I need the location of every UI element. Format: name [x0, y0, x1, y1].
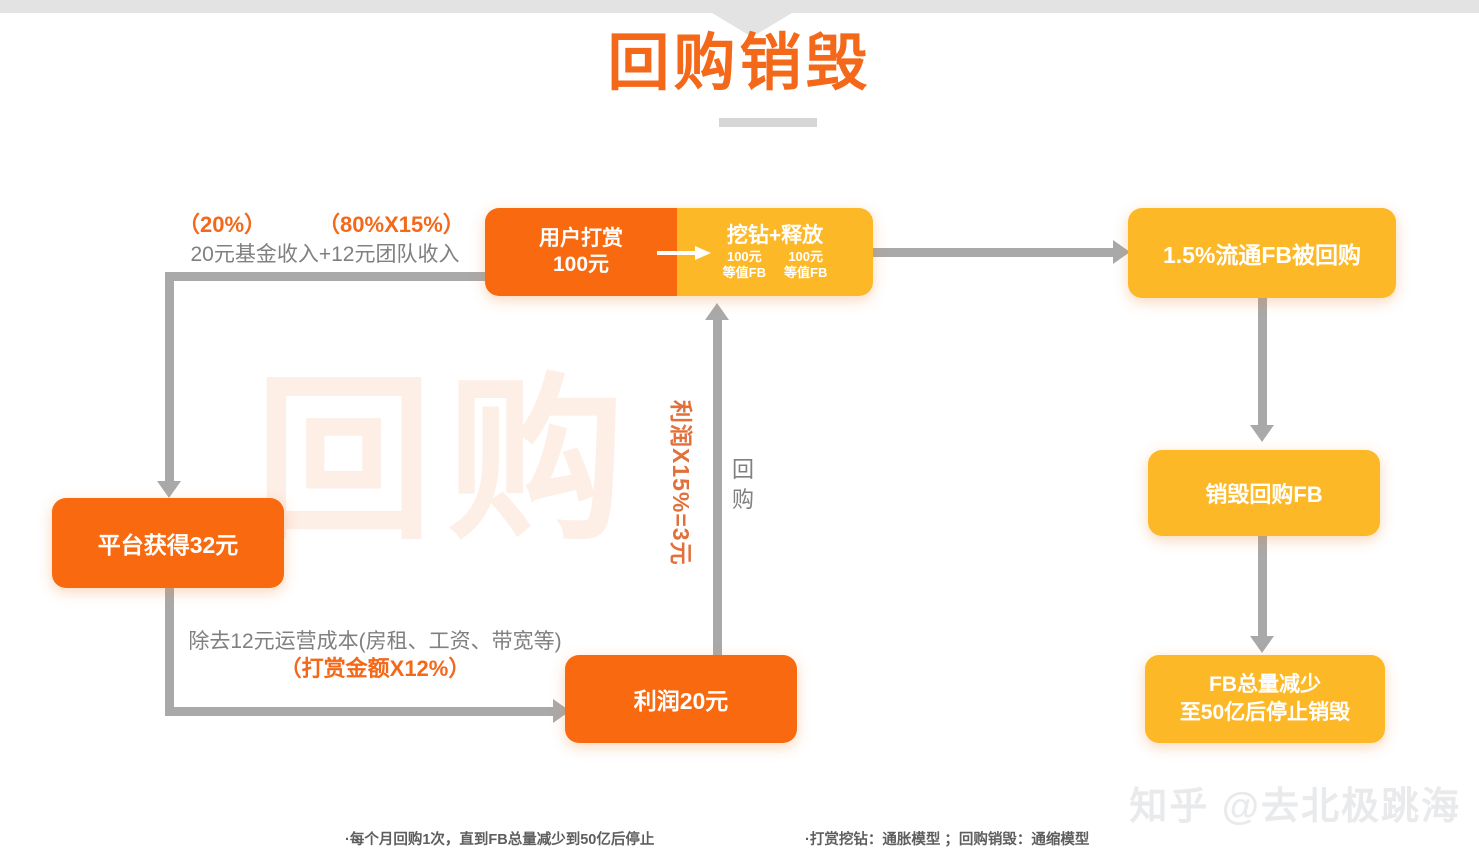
connector-platform-down: [165, 588, 174, 712]
destroy-label: 销毁回购FB: [1205, 482, 1323, 507]
connector-buyback-down: [1258, 298, 1267, 428]
fund-percent-label: （20%）: [178, 212, 267, 237]
top-banner-bar: [0, 0, 1479, 13]
operating-cost-label: 除去12元运营成本(房租、工资、带宽等): [188, 630, 562, 653]
mine-col2-line2: 等值FB: [784, 265, 828, 281]
mine-release-col-2: 100元 等值FB: [784, 249, 827, 281]
mine-col1-line2: 等值FB: [722, 265, 766, 281]
user-tip-release-composite[interactable]: 用户打赏 100元 挖钻+释放 100元 等值FB 100元 等值FB: [485, 208, 873, 296]
arrow-head-to-buyback: [1113, 240, 1130, 264]
user-tip-title: 用户打赏: [539, 227, 623, 251]
profit-label: 利润20元: [633, 688, 729, 714]
arrow-head-to-release: [705, 303, 729, 320]
supply-reduction-box[interactable]: FB总量减少 至50亿后停止销毁: [1145, 655, 1385, 743]
connector-income-horizontal: [165, 272, 491, 281]
arrow-head-to-destroy: [1250, 425, 1274, 442]
arrow-head-to-platform: [157, 481, 181, 498]
platform-revenue-box[interactable]: 平台获得32元: [52, 498, 284, 588]
income-percent-row: （20%） （80%X15%）: [178, 207, 465, 239]
platform-revenue-label: 平台获得32元: [97, 532, 239, 558]
income-split-annotation: 20元基金收入+12元团队收入: [160, 241, 490, 268]
team-percent-label: （80%X15%）: [318, 212, 465, 237]
connector-income-vertical: [165, 272, 174, 484]
connector-release-to-buyback: [872, 248, 1120, 257]
operating-cost-percent-label: （打赏金额X12%）: [279, 656, 471, 682]
buyback-label: 1.5%流通FB被回购: [1162, 242, 1362, 268]
footer-note-right: ·打赏挖钻：通胀模型 ；回购销毁：通缩模型: [805, 832, 1090, 848]
connector-destroy-down: [1258, 536, 1267, 641]
mine-release-detail-row: 100元 等值FB 100元 等值FB: [723, 249, 828, 281]
zhihu-watermark: 知乎 @去北极跳海: [1129, 786, 1461, 828]
mine-col2-line1: 100元: [788, 249, 824, 265]
destroy-box[interactable]: 销毁回购FB: [1148, 450, 1380, 536]
mine-release-box[interactable]: 挖钻+释放 100元 等值FB 100元 等值FB: [677, 208, 873, 296]
buyback-vertical-label: 回购: [731, 457, 754, 512]
mine-release-col-1: 100元 等值FB: [723, 249, 766, 281]
footer-note-left: ·每个月回购1次，直到FB总量减少到50亿后停止: [345, 832, 655, 848]
user-tip-amount: 100元: [552, 253, 610, 276]
buyback-box[interactable]: 1.5%流通FB被回购: [1128, 208, 1396, 298]
user-tip-box[interactable]: 用户打赏 100元: [485, 208, 677, 296]
mine-col1-line1: 100元: [726, 249, 762, 265]
supply-reduction-line-2: 至50亿后停止销毁: [1179, 701, 1351, 724]
connector-platform-to-profit: [165, 707, 557, 716]
background-watermark: 回购: [255, 361, 639, 560]
arrow-head-to-supply-down: [1250, 636, 1274, 653]
profit-share-label: 利润X15%=3元: [668, 400, 694, 566]
page-title: 回购销毁: [607, 29, 872, 98]
operating-cost-annotation: 除去12元运营成本(房租、工资、带宽等) （打赏金额X12%）: [175, 628, 575, 684]
profit-box[interactable]: 利润20元: [565, 655, 797, 743]
title-underline: [719, 118, 817, 127]
income-split-label: 20元基金收入+12元团队收入: [190, 243, 460, 266]
mine-release-title: 挖钻+释放: [726, 224, 824, 248]
top-chevron-icon: [712, 13, 792, 37]
supply-reduction-line-1: FB总量减少: [1209, 672, 1321, 696]
connector-profit-up: [713, 320, 722, 656]
